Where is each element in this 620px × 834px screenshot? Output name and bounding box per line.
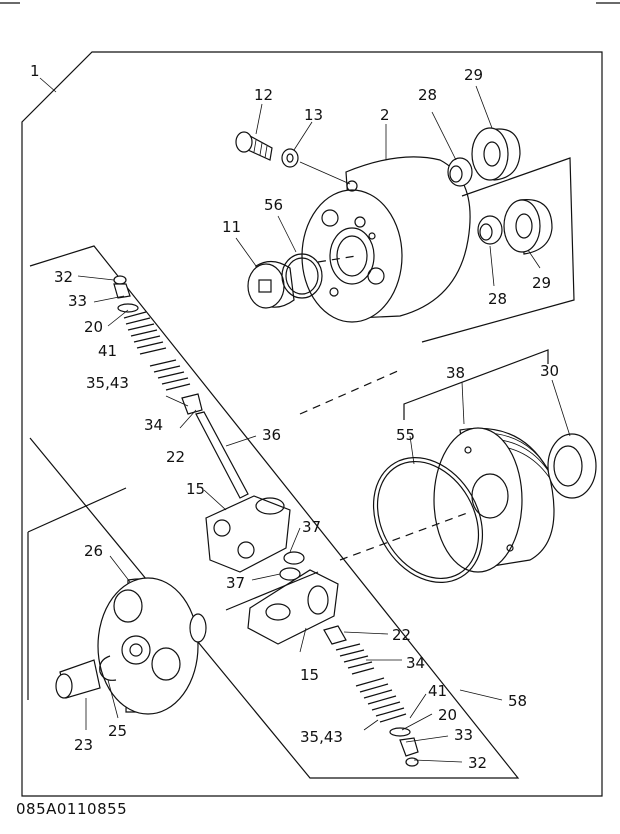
callout-13: 13: [304, 106, 323, 124]
callout-58: 58: [508, 692, 527, 710]
callout-55: 55: [396, 426, 415, 444]
spring-stack-upper: [113, 275, 249, 499]
callout-23: 23: [74, 736, 93, 754]
callout-28-upper: 28: [418, 86, 437, 104]
o-ring-part-56: [281, 253, 323, 299]
callout-11: 11: [222, 218, 241, 236]
callout-15-lower: 15: [300, 666, 319, 684]
washer-part-37-upper: [283, 551, 305, 565]
plate-part-26: [97, 577, 207, 715]
leader-lines: [39, 77, 571, 763]
callout-labels: 1 12 13 2 28 29 11 56 28 29 32 33 20 41 …: [30, 62, 559, 772]
bolt-part-12: [235, 131, 273, 161]
spool-body-part-15-lower: [247, 569, 339, 645]
callout-33-upper: 33: [68, 292, 87, 310]
callout-30: 30: [540, 362, 559, 380]
drawing-code: 085A0110855: [16, 800, 127, 818]
callout-41-lower: 41: [428, 682, 447, 700]
callout-34-lower: 34: [406, 654, 425, 672]
callout-28-lower: 28: [488, 290, 507, 308]
callout-20-upper: 20: [84, 318, 103, 336]
callout-41-upper: 41: [98, 342, 117, 360]
callout-1: 1: [30, 62, 40, 80]
seal-part-29-upper: [471, 127, 521, 181]
callout-37-upper: 37: [302, 518, 321, 536]
callout-15-upper: 15: [186, 480, 205, 498]
o-ring-part-55: [372, 457, 484, 583]
ring-part-25: [99, 655, 117, 681]
cap-part-23: [55, 659, 101, 699]
callout-29-lower: 29: [532, 274, 551, 292]
callout-38: 38: [446, 364, 465, 382]
subassembly-frame: [29, 245, 520, 779]
spring-stack-lower: [323, 625, 419, 767]
callout-26: 26: [84, 542, 103, 560]
callout-33-lower: 33: [454, 726, 473, 744]
seal-inset-frame: [421, 157, 575, 343]
plug-part-11: [247, 260, 295, 309]
assembly-frame: [21, 51, 603, 797]
callout-22-lower: 22: [392, 626, 411, 644]
callout-29-upper: 29: [464, 66, 483, 84]
callout-2: 2: [380, 106, 390, 124]
callout-20-lower: 20: [438, 706, 457, 724]
seal-part-28-upper: [447, 157, 473, 187]
callout-35-43-upper: 35,43: [86, 374, 129, 392]
cover-part-38: [433, 427, 559, 573]
pump-body-part-2: [301, 156, 471, 323]
seal-part-28-lower: [477, 215, 503, 245]
plate-inset-frame: [27, 487, 319, 700]
callout-36: 36: [262, 426, 281, 444]
callout-34-upper: 34: [144, 416, 163, 434]
bearing-part-30: [547, 433, 597, 499]
callout-56: 56: [264, 196, 283, 214]
callout-35-43-lower: 35,43: [300, 728, 343, 746]
callout-12: 12: [254, 86, 273, 104]
callout-32-upper: 32: [54, 268, 73, 286]
callout-37-lower: 37: [226, 574, 245, 592]
spool-body-part-15-upper: [205, 495, 291, 573]
callout-32-lower: 32: [468, 754, 487, 772]
callout-25: 25: [108, 722, 127, 740]
seal-part-29-lower: [503, 198, 553, 255]
washer-part-13: [281, 148, 299, 168]
callout-22-upper: 22: [166, 448, 185, 466]
